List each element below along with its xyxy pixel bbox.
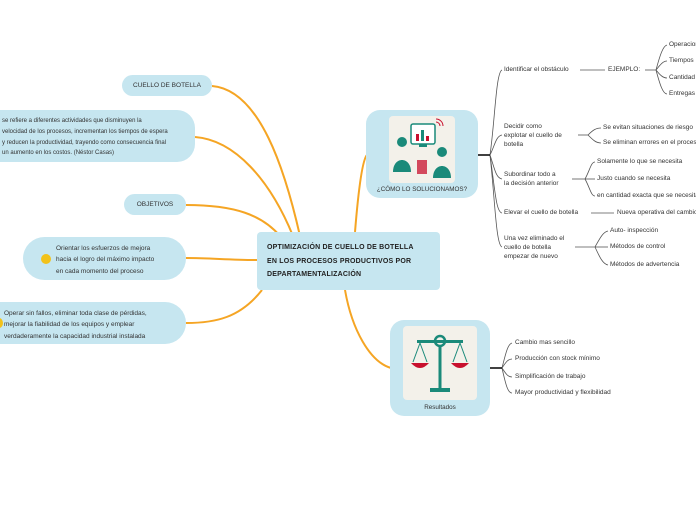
scale-illustration [403, 326, 477, 400]
objetivo-1-line-3: en cada momento del proceso [56, 267, 144, 275]
objetivo-1-line-2: hacia el logro del máximo impacto [56, 256, 155, 264]
una-vez-item-1[interactable]: Auto- inspección [610, 227, 659, 234]
meeting-illustration [389, 116, 455, 183]
elevar-item[interactable]: Nueva operativa del cambio [617, 209, 696, 216]
central-title-line-2: EN LOS PROCESOS PRODUCTIVOS POR [267, 257, 412, 265]
presentation-icon [393, 118, 451, 178]
subordinar-line-1: Subordinar todo a [504, 171, 556, 178]
branch-objetivos [185, 204, 281, 237]
definicion-line-4: un aumento en los costos. (Néstor Casas) [2, 150, 115, 157]
decidir-line-1: Decidir como [504, 123, 542, 130]
ejemplo-item-cantidad[interactable]: Cantidad [669, 74, 696, 81]
objetivo-2-line-2: mejorar la fiabilidad de los equipos y e… [4, 321, 135, 329]
definicion-line-3: y reducen la productividad, trayendo com… [2, 139, 167, 146]
central-title-line-3: DEPARTAMENTALIZACIÓN [267, 271, 362, 279]
smiley-icon-2 [0, 318, 3, 328]
resultado-item-3[interactable]: Simplificación de trabajo [515, 373, 586, 380]
resultado-item-1[interactable]: Cambio mas sencillo [515, 339, 575, 346]
subordinar-item-2[interactable]: Justo cuando se necesita [597, 175, 671, 182]
subordinar-line-2: la decisión anterior [504, 179, 559, 187]
topic-como-lo-solucionamos[interactable]: ¿CÓMO LO SOLUCIONAMOS? [366, 110, 478, 198]
resultado-item-4[interactable]: Mayor productividad y flexibilidad [515, 389, 611, 396]
resultado-item-2[interactable]: Producción con stock mínimo [515, 355, 600, 362]
step-una-vez[interactable]: Una vez eliminado el cuello de botella e… [504, 235, 564, 261]
branch-goal2 [185, 289, 263, 324]
step-subordinar[interactable]: Subordinar todo a la decisión anterior [504, 171, 559, 189]
objetivo-2-line-1: Operar sin fallos, eliminar toda clase d… [4, 310, 147, 317]
definicion-line-1: se refiere a diferentes actividades que … [2, 118, 142, 124]
topic-cuello-de-botella[interactable]: CUELLO DE BOTELLA [122, 75, 212, 96]
ejemplo-item-tiempos[interactable]: Tiempos [669, 57, 694, 64]
una-vez-line-1: Una vez eliminado el [504, 235, 565, 242]
una-vez-item-3[interactable]: Métodos de advertencia [610, 261, 680, 268]
central-topic[interactable]: OPTIMIZACIÓN DE CUELLO DE BOTELLA EN LOS… [257, 232, 440, 290]
decidir-line-2: explotar el cuello de [504, 131, 562, 139]
objetivo-1-line-1: Orientar los esfuerzos de mejora [56, 245, 151, 252]
topic-objetivo-2[interactable]: Operar sin fallos, eliminar toda clase d… [0, 302, 186, 344]
branch-goal1 [185, 257, 258, 261]
topic-cuello-label: CUELLO DE BOTELLA [133, 82, 201, 89]
branch-solucion [354, 154, 368, 233]
step-decidir[interactable]: Decidir como explotar el cuello de botel… [504, 123, 562, 149]
topic-objetivos-label: OBJETIVOS [136, 201, 174, 208]
branch-cuello [211, 85, 301, 237]
central-title-line-1: OPTIMIZACIÓN DE CUELLO DE BOTELLA [267, 244, 414, 251]
step-elevar[interactable]: Elevar el cuello de botella [504, 209, 579, 216]
step-identificar[interactable]: Identificar el obstáculo [504, 66, 569, 73]
topic-objetivo-1[interactable]: Orientar los esfuerzos de mejora hacia e… [23, 237, 186, 280]
decidir-line-3: botella [504, 140, 524, 148]
balance-scale-icon [411, 334, 469, 392]
topic-definicion[interactable]: se refiere a diferentes actividades que … [0, 110, 195, 162]
definicion-line-2: velocidad de los procesos, incrementan l… [2, 128, 168, 135]
una-vez-line-3: empezar de nuevo [504, 252, 558, 260]
ejemplo-item-entregas[interactable]: Entregas [669, 90, 696, 97]
smiley-icon [41, 254, 51, 264]
decidir-item-riesgo[interactable]: Se evitan situaciones de riesgo [603, 124, 693, 131]
branch-definicion [194, 136, 294, 237]
ejemplo-item-operaciones[interactable]: Operaciones [669, 41, 696, 48]
objetivo-2-line-3: verdaderamente la capacidad industrial i… [4, 332, 146, 340]
decidir-item-errores[interactable]: Se eliminan errores en el proceso [603, 139, 696, 146]
subordinar-item-1[interactable]: Solamente lo que se necesita [597, 158, 683, 165]
una-vez-item-2[interactable]: Métodos de control [610, 243, 666, 250]
una-vez-line-2: cuello de botella [504, 243, 551, 251]
resultados-caption: Resultados [424, 404, 456, 411]
topic-resultados[interactable]: Resultados [390, 320, 490, 416]
subordinar-item-3[interactable]: en cantidad exacta que se necesita [597, 192, 696, 199]
ejemplo-label[interactable]: EJEMPLO: [608, 66, 641, 73]
branch-resultados [344, 289, 392, 369]
topic-objetivos[interactable]: OBJETIVOS [124, 194, 186, 215]
solucion-caption: ¿CÓMO LO SOLUCIONAMOS? [376, 186, 468, 193]
